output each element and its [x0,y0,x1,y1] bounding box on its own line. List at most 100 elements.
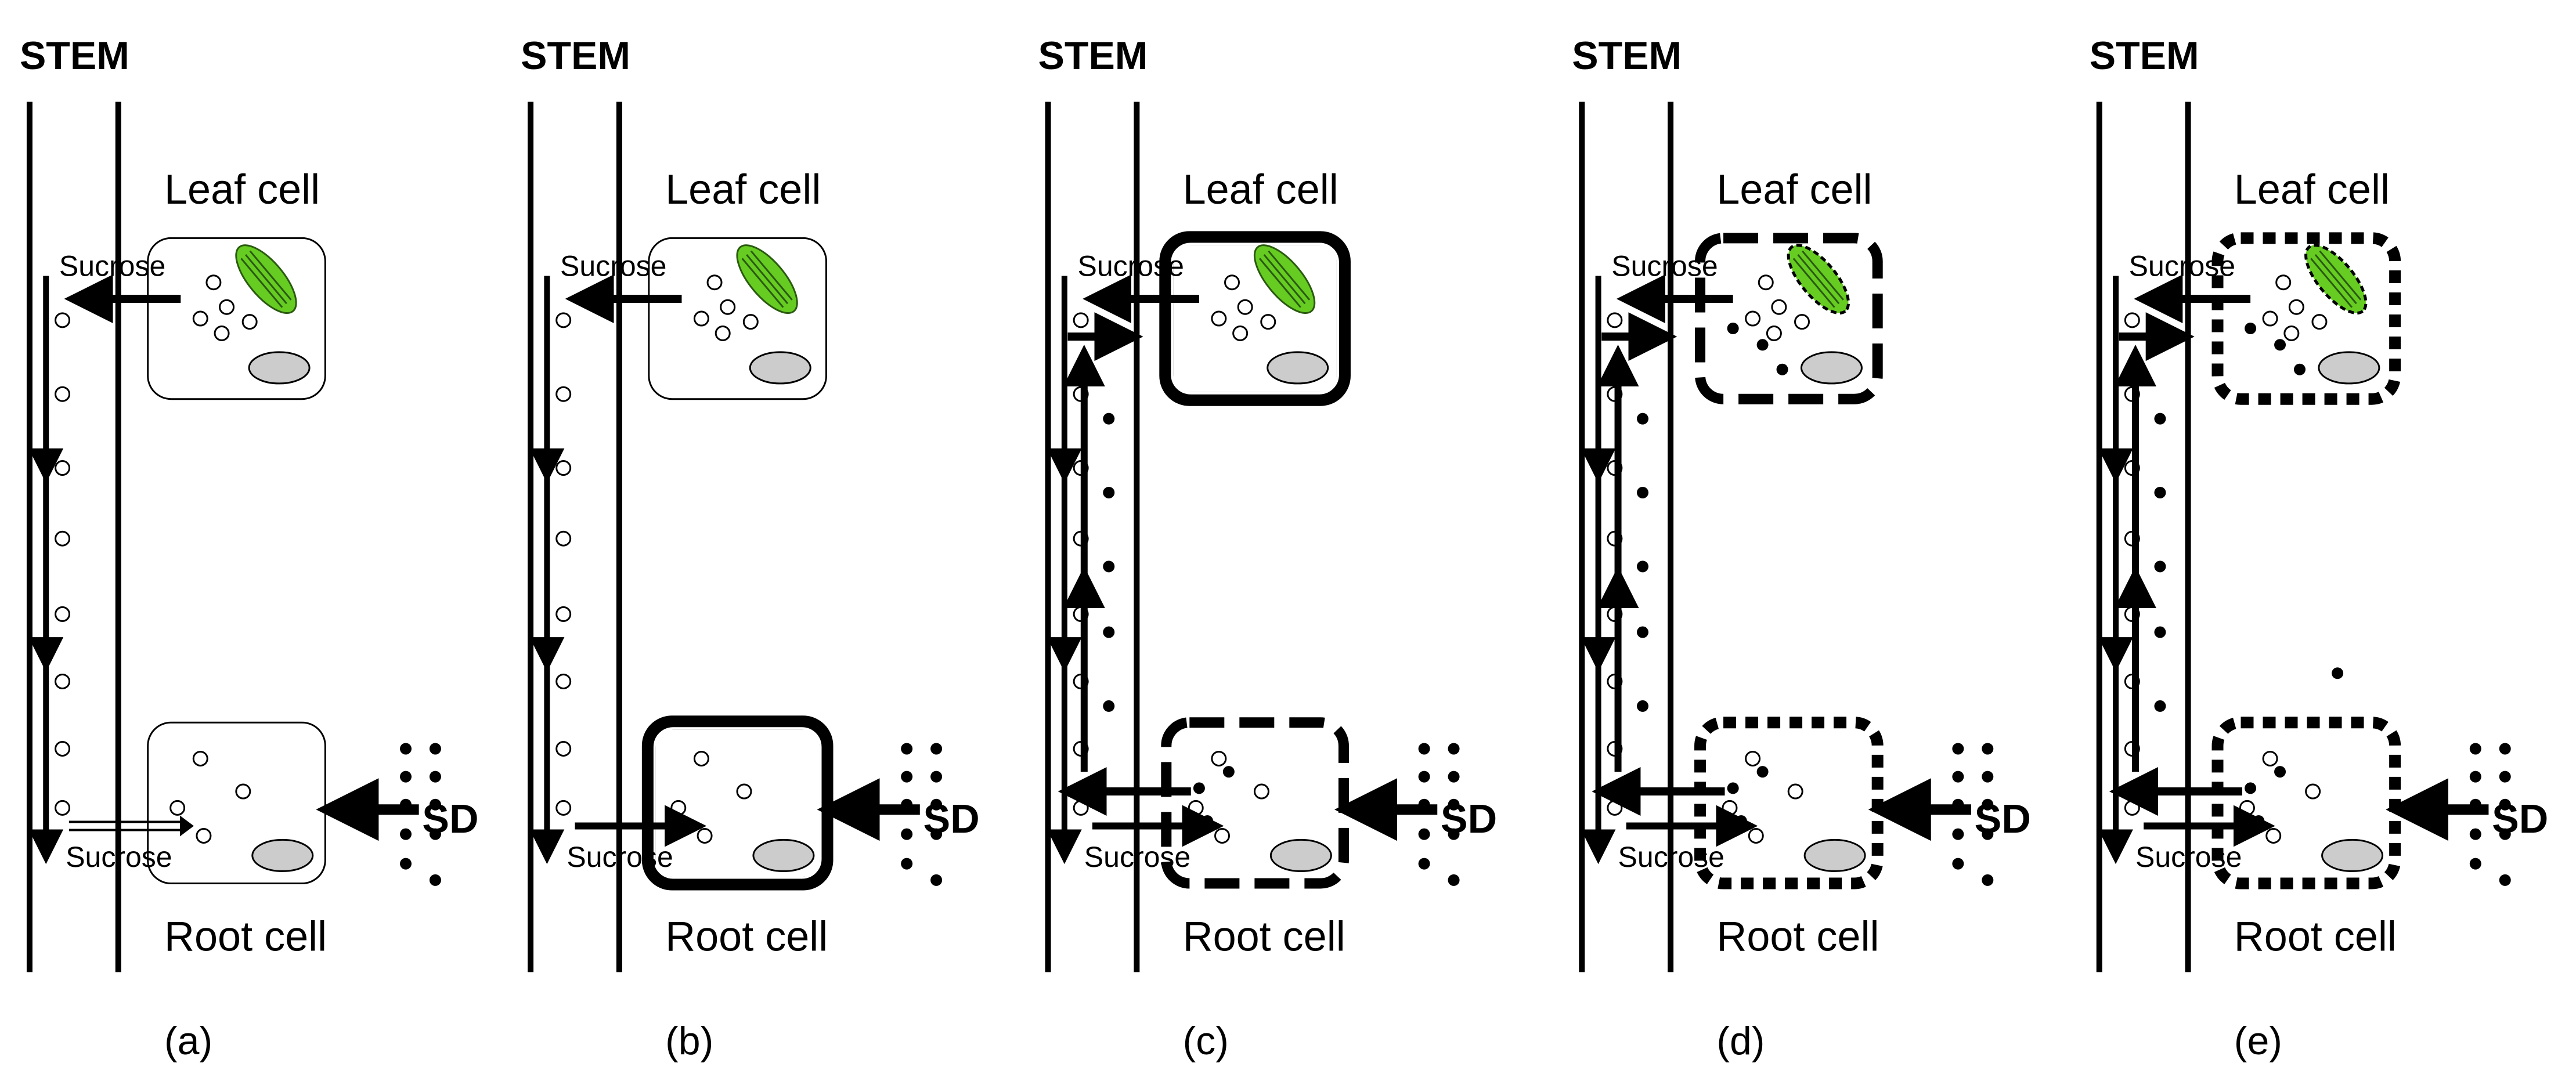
chloroplast [235,244,297,314]
leaf-sucrose-molecule [219,299,235,315]
sd-molecule [2469,743,2481,755]
leaf-sucrose-molecule [1224,274,1240,291]
sd-molecule [429,874,441,886]
nucleus [2321,838,2384,872]
chloroplast [2304,244,2368,315]
sd-molecule [1418,828,1430,840]
root-sucrose-molecule [1787,783,1803,800]
leaf-cell [1695,233,1883,404]
leaf-cell [147,237,326,400]
leaf-sucrose-molecule [715,325,731,341]
sucrose-label-top: Sucrose [59,249,165,282]
root-sucrose-molecule [693,750,709,766]
leaf-sucrose-molecule [1771,299,1787,315]
sd-molecule [1418,743,1430,755]
phloem-sucrose-molecule [55,800,71,816]
leaf-sucrose-molecule [1232,325,1249,341]
leaf-sucrose-molecule [1745,310,1761,327]
root-sucrose-molecule [196,827,212,844]
sd-molecule [400,798,412,811]
sd-molecule [901,743,913,755]
thylakoid-line [750,250,793,301]
leaf-cell-label: Leaf cell [665,167,821,213]
root-sd-molecule [1735,815,1747,827]
sd-molecule [429,743,441,755]
phloem-sucrose-molecule [55,460,71,476]
leaf-cell [2211,232,2401,405]
thylakoid-line [1268,250,1311,301]
stem-label: STEM [1038,34,1148,78]
stem-label: STEM [1572,34,1682,78]
nucleus [749,351,811,385]
sd-molecule [901,858,913,870]
sucrose-label-top: Sucrose [1611,249,1718,282]
sd-molecule [930,743,943,755]
thylakoid-line [249,250,292,301]
root-cell-label: Root cell [2234,914,2397,960]
chloroplast [1787,244,1850,315]
xylem-sd-molecule [1637,626,1648,638]
sd-molecule [930,874,943,886]
root-sd-molecule [1222,766,1235,778]
phloem-sucrose-molecule [555,740,572,757]
sd-molecule [2499,798,2511,811]
sd-molecule [2499,743,2511,755]
leaf-sd-molecule [1776,363,1788,375]
root-sucrose-molecule [670,800,687,816]
thylakoid-line [244,254,287,305]
leaf-sucrose-molecule [205,274,222,291]
root-sucrose-molecule [1745,750,1761,766]
leaf-cell [648,237,827,400]
phloem-sucrose-molecule [555,606,572,622]
xylem-sd-molecule [2154,626,2166,638]
thylakoid-line [1258,258,1301,308]
root-sucrose-molecule [1211,750,1227,766]
phloem-sucrose-molecule [2124,312,2140,328]
leaf-sucrose-molecule [742,314,759,330]
sucrose-label-bottom: Sucrose [567,841,673,873]
root-sucrose-molecule [1253,783,1269,800]
thylakoid-line [746,254,789,305]
phloem-sucrose-molecule [555,530,572,547]
nucleus [752,838,815,872]
root-import-arrow-head [179,815,194,837]
leaf-sd-molecule [2274,339,2286,351]
nucleus [248,351,311,385]
root-sucrose-molecule [192,750,208,766]
xylem-sd-molecule [1637,560,1648,573]
nucleus [1269,838,1332,872]
leaf-cell-label: Leaf cell [164,167,320,213]
root-sd-molecule [1193,782,1205,794]
xylem-sd-molecule [2154,487,2166,498]
root-sucrose-molecule [1722,800,1738,816]
phloem-sucrose-molecule [555,800,572,816]
nucleus [1803,838,1866,872]
leaf-cell-label: Leaf cell [1183,167,1338,213]
sd-molecule [2499,874,2511,886]
nucleus [2318,351,2380,385]
leaf-sucrose-molecule [2262,310,2278,327]
free-sd-molecule [2332,667,2344,679]
leaf-sucrose-molecule [1260,314,1276,330]
sd-molecule [1982,798,1994,811]
sd-molecule [1952,828,1964,840]
sd-molecule [1982,828,1994,840]
root-cell-label: Root cell [164,914,327,960]
thylakoid-line [2314,254,2357,305]
sd-molecule [2499,828,2511,840]
sd-molecule [2469,771,2481,783]
thylakoid-line [240,258,283,308]
xylem-sd-molecule [2154,413,2166,425]
panel-letter: (e) [2234,1019,2282,1063]
panel-letter: (d) [1716,1019,1765,1063]
sd-molecule [1982,771,1994,783]
phloem-sucrose-molecule [555,460,572,476]
root-cell-label: Root cell [1183,914,1345,960]
sd-molecule [1982,743,1994,755]
leaf-cell [1159,231,1351,406]
xylem-sd-molecule [2154,700,2166,712]
sd-molecule [2499,771,2511,783]
xylem-sd-molecule [2154,560,2166,573]
